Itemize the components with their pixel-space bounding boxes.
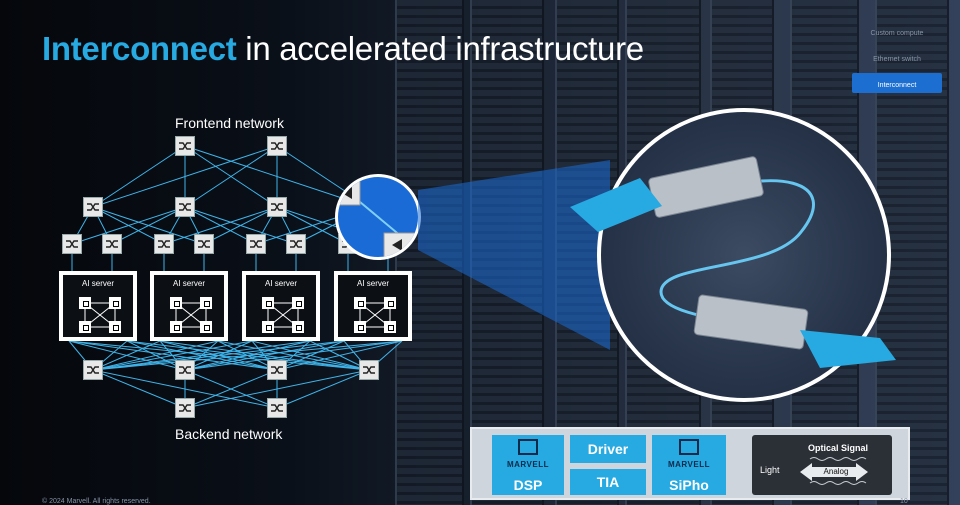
zoom-magnifier bbox=[335, 174, 421, 260]
network-link bbox=[203, 206, 278, 245]
network-switch-icon bbox=[154, 234, 174, 254]
optical-connector: Light Optical Signal Analog bbox=[752, 435, 892, 495]
marvell-logo-icon bbox=[518, 439, 538, 455]
accelerator-chip-icon bbox=[354, 321, 366, 333]
nav-item-custom-compute[interactable]: Custom compute bbox=[870, 30, 924, 37]
title-highlight: Interconnect bbox=[42, 30, 237, 67]
network-link bbox=[184, 340, 345, 371]
analog-label: Analog bbox=[823, 467, 849, 476]
ai-server: AI server bbox=[59, 271, 137, 341]
driver-label: Driver bbox=[587, 441, 629, 457]
tia-block: TIA bbox=[570, 469, 646, 495]
network-link bbox=[276, 340, 403, 371]
network-switch-icon bbox=[267, 136, 287, 156]
accelerator-chip-icon bbox=[354, 297, 366, 309]
network-switch-icon bbox=[267, 197, 287, 217]
network-switch-icon bbox=[194, 234, 214, 254]
ai-server-label: AI server bbox=[264, 279, 297, 288]
optical-module-block-diagram: MARVELL DSP Driver TIA MARVELL SiPho Lig… bbox=[470, 427, 910, 500]
network-link bbox=[184, 369, 278, 409]
accelerator-chip-icon bbox=[170, 321, 182, 333]
network-link bbox=[92, 340, 311, 371]
ai-server-body: AI server bbox=[337, 274, 409, 338]
network-switch-icon bbox=[359, 360, 379, 380]
network-switch-icon bbox=[83, 197, 103, 217]
backend-network-label: Backend network bbox=[175, 426, 283, 442]
accelerator-chip-icon bbox=[262, 297, 274, 309]
tia-label: TIA bbox=[596, 474, 620, 490]
sipho-label: SiPho bbox=[669, 477, 709, 493]
ai-server: AI server bbox=[150, 271, 228, 341]
light-label: Light bbox=[760, 465, 780, 475]
dsp-brand: MARVELL bbox=[506, 460, 550, 469]
accelerator-chip-icon bbox=[170, 297, 182, 309]
nav-item-interconnect[interactable]: Interconnect bbox=[852, 73, 942, 93]
accelerator-chip-icon bbox=[384, 321, 396, 333]
ai-server-label: AI server bbox=[81, 279, 114, 288]
accelerator-chip-icon bbox=[384, 297, 396, 309]
dsp-label: DSP bbox=[513, 477, 543, 493]
network-link bbox=[92, 340, 403, 371]
sipho-block: MARVELL SiPho bbox=[652, 435, 726, 495]
copyright-footer: © 2024 Marvell. All rights reserved. bbox=[42, 498, 151, 505]
title-rest: in accelerated infrastructure bbox=[236, 30, 644, 67]
ai-server-body: AI server bbox=[62, 274, 134, 338]
network-link bbox=[276, 369, 370, 409]
network-link bbox=[163, 206, 278, 245]
accelerator-chip-icon bbox=[79, 297, 91, 309]
ai-server-label: AI server bbox=[356, 279, 389, 288]
accelerator-chip-icon bbox=[292, 297, 304, 309]
page-number: 10 bbox=[900, 498, 908, 505]
accelerator-chip-icon bbox=[262, 321, 274, 333]
network-switch-icon bbox=[83, 360, 103, 380]
network-switch-icon bbox=[246, 234, 266, 254]
network-switch-icon bbox=[175, 398, 195, 418]
accelerator-chip-icon bbox=[292, 321, 304, 333]
ai-server-body: AI server bbox=[153, 274, 225, 338]
network-switch-icon bbox=[267, 360, 287, 380]
network-switch-icon bbox=[175, 136, 195, 156]
accelerator-chip-icon bbox=[200, 321, 212, 333]
network-switch-icon bbox=[175, 197, 195, 217]
optical-signal-label: Optical Signal bbox=[808, 443, 869, 453]
network-link bbox=[184, 340, 403, 371]
network-switch-icon bbox=[267, 398, 287, 418]
accelerator-chip-icon bbox=[200, 297, 212, 309]
nav-item-ethernet-switch[interactable]: Ethernet switch bbox=[873, 56, 921, 63]
network-link bbox=[92, 145, 278, 208]
network-link bbox=[184, 145, 278, 208]
driver-block: Driver bbox=[570, 435, 646, 463]
network-link bbox=[92, 145, 186, 208]
accelerator-chip-icon bbox=[109, 321, 121, 333]
ai-server-body: AI server bbox=[245, 274, 317, 338]
sipho-brand: MARVELL bbox=[667, 460, 711, 469]
marvell-logo-icon bbox=[679, 439, 699, 455]
slide-title: Interconnect in accelerated infrastructu… bbox=[42, 30, 644, 68]
ai-server-label: AI server bbox=[172, 279, 205, 288]
network-switch-icon bbox=[286, 234, 306, 254]
frontend-network-label: Frontend network bbox=[175, 115, 284, 131]
signal-waves bbox=[800, 457, 868, 485]
network-link bbox=[111, 206, 186, 245]
network-link bbox=[184, 369, 370, 409]
network-switch-icon bbox=[62, 234, 82, 254]
network-link bbox=[92, 340, 345, 371]
ai-server: AI server bbox=[334, 271, 412, 341]
network-link bbox=[92, 340, 253, 371]
network-link bbox=[276, 340, 345, 371]
network-link bbox=[71, 206, 186, 245]
accelerator-chip-icon bbox=[109, 297, 121, 309]
network-link bbox=[92, 369, 186, 409]
network-switch-icon bbox=[175, 360, 195, 380]
network-link bbox=[92, 340, 161, 371]
dsp-block: MARVELL DSP bbox=[492, 435, 564, 495]
accelerator-chip-icon bbox=[79, 321, 91, 333]
network-switch-icon bbox=[102, 234, 122, 254]
ai-server: AI server bbox=[242, 271, 320, 341]
